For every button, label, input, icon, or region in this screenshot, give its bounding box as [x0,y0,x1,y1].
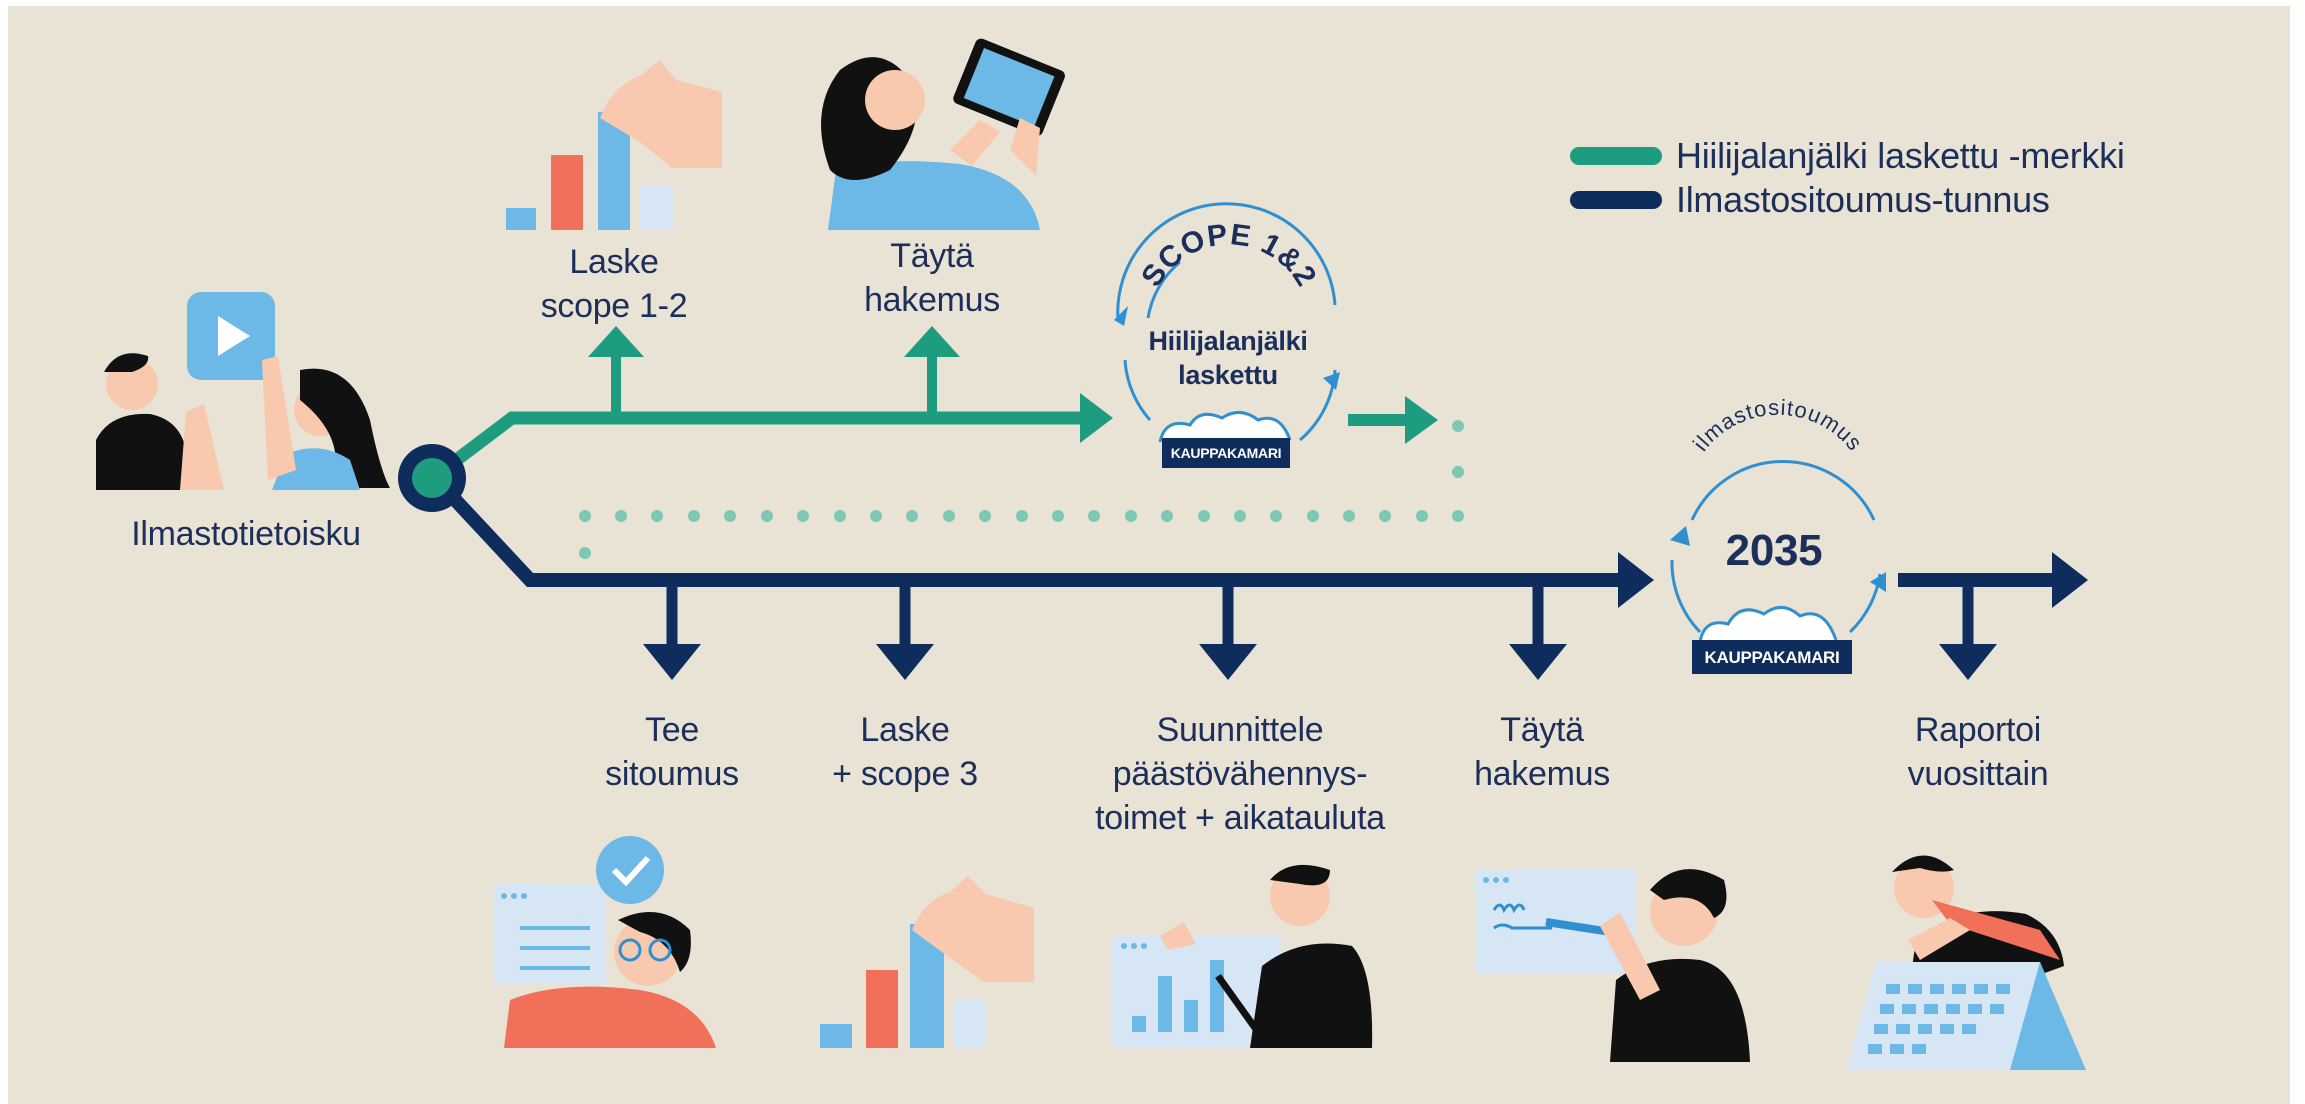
green-continue-arrowhead [1405,396,1438,444]
green-step-1-line1: Laske [569,243,659,281]
legend-label-navy: Ilmastositoumus-tunnus [1676,179,2050,220]
green-up-arrowhead-2 [904,326,960,357]
navy-step-4-label: Täytä hakemus [1474,708,1610,796]
person-signing-icon [1476,869,1750,1062]
navy-step-3-line3: toimet + aikatauluta [1095,799,1385,837]
badge-line2: laskettu [1178,360,1278,390]
legend-swatch-green [1570,147,1662,165]
calendar-grid-icon [1868,984,2010,1054]
green-step-1-label: Laske scope 1-2 [541,240,688,328]
navy-step-1-label: Tee sitoumus [605,708,739,796]
badge-line1: Hiilijalanjälki [1148,326,1308,356]
green-path [426,326,1464,559]
navy-step-2-label: Laske + scope 3 [832,708,978,796]
kauppakamari-label-navy: KAUPPAKAMARI [1704,648,1840,667]
diagram-panel [8,6,2290,1104]
navy-step-3-line2: päästövähennys- [1112,755,1368,793]
navy-down-arrows [643,580,1997,680]
kauppakamari-label-green: KAUPPAKAMARI [1170,445,1282,461]
kauppakamari-ribbon-green [1162,438,1290,468]
person-laptop-icon [821,38,1065,230]
navy-step-5-line2: vuosittain [1907,755,2049,793]
green-step-2-line2: hakemus [864,281,1000,319]
legend: Hiilijalanjälki laskettu -merkki Ilmasto… [1570,134,2125,222]
green-step-2-label: Täytä hakemus [864,234,1000,322]
navy-continue-arrowhead [2052,552,2088,608]
legend-label-green: Hiilijalanjälki laskettu -merkki [1676,135,2125,176]
navy-arrowhead [1618,552,1654,608]
start-node [398,444,466,512]
person-checkmark-icon [494,836,716,1048]
navy-step-5-line1: Raportoi [1914,711,2042,749]
green-step-2-line1: Täytä [890,237,974,275]
navy-step-2-line1: Laske [860,711,950,749]
navy-step-3-line1: Suunnittele [1156,711,1324,749]
person-calendar-icon [1846,855,2086,1070]
green-arrowhead [1080,393,1113,443]
person-chart-pen-icon [1112,864,1373,1049]
navy-path [440,485,2088,680]
cloud-icon [1698,606,1838,643]
chart-hand-icon-top [506,60,722,230]
legend-item-green: Hiilijalanjälki laskettu -merkki [1570,134,2125,178]
navy-step-1-line1: Tee [645,711,699,749]
navy-step-2-line2: + scope 3 [832,755,978,793]
start-label: Ilmastotietoisku [131,515,361,553]
green-step-1-line2: scope 1-2 [540,287,688,325]
ilmastositoumus-arc-text: ilmastositoumus [1688,395,1868,456]
legend-swatch-navy [1570,191,1662,209]
cloud-icon [1158,411,1292,443]
navy-step-3-label: Suunnittele päästövähennys- toimet + aik… [1095,708,1385,840]
kauppakamari-ribbon-navy [1692,640,1852,674]
badge-year: 2035 [1725,526,1823,575]
navy-step-1-line2: sitoumus [605,755,739,793]
green-up-arrowhead-1 [588,326,644,357]
green-line [426,411,1085,486]
navy-step-4-line1: Täytä [1500,711,1584,749]
navy-step-5-label: Raportoi vuosittain [1908,708,2049,796]
navy-line [440,485,1625,587]
hiilijalanjalki-badge-text: Hiilijalanjälki laskettu [1148,324,1307,392]
chart-hand-icon-bottom [820,876,1034,1048]
navy-step-4-line2: hakemus [1474,755,1610,793]
legend-item-navy: Ilmastositoumus-tunnus [1570,178,2125,222]
people-video-icon [96,292,390,490]
green-dotted-connector [579,420,1464,559]
